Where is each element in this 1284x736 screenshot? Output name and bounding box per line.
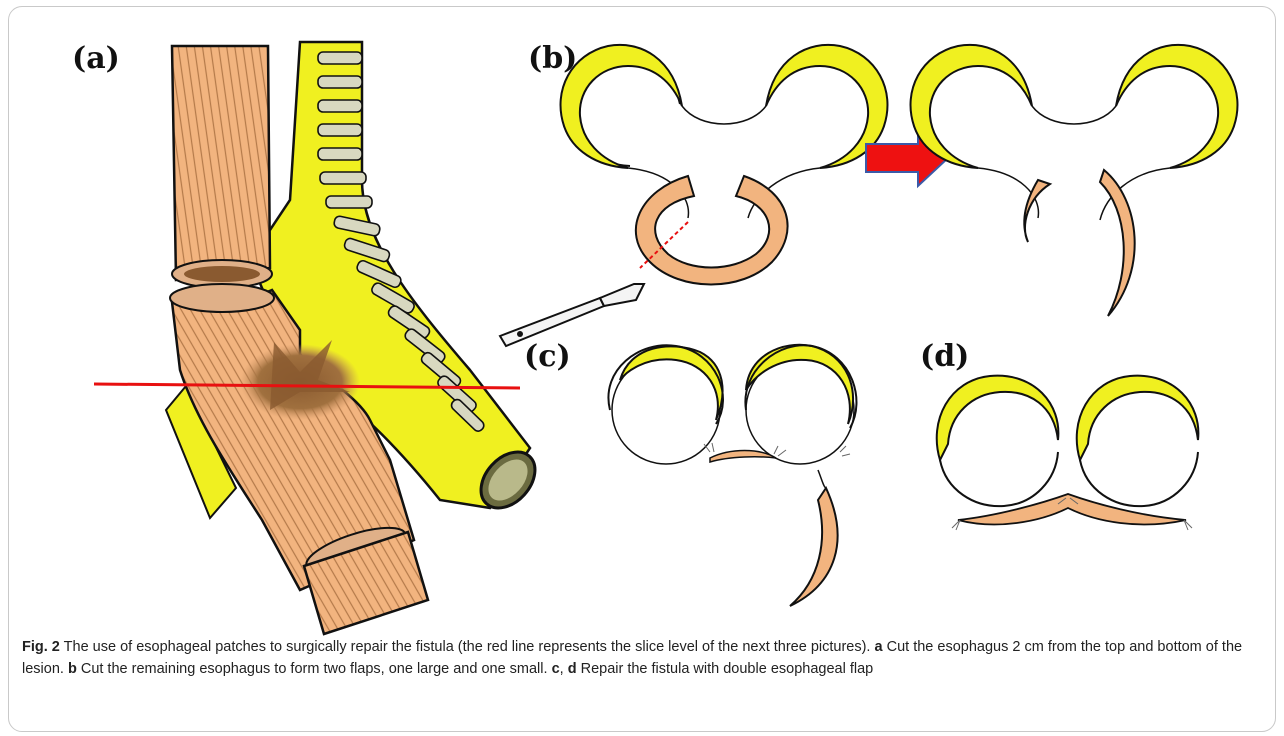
large-flap: [1100, 170, 1135, 316]
upper-esophagus: [172, 46, 270, 280]
figure-illustration: (a) (b) (c) (d): [0, 0, 1284, 636]
caption-text-cd: Repair the fistula with double esophagea…: [581, 661, 874, 677]
panel-b-after: [911, 45, 1238, 316]
figure-caption: Fig. 2 The use of esophageal patches to …: [22, 636, 1262, 680]
panel-d-illustration: [937, 376, 1199, 530]
panel-c-illustration: [608, 345, 856, 606]
panel-label-c: (c): [524, 339, 571, 374]
left-trachea-wall: [561, 45, 682, 168]
caption-key-a: a: [875, 639, 883, 655]
panel-label-d: (d): [920, 339, 969, 374]
panel-a-illustration: [94, 42, 546, 634]
caption-separator: ,: [560, 661, 564, 677]
dangling-large-flap: [790, 488, 838, 606]
caption-text-b: Cut the remaining esophagus to form two …: [81, 661, 548, 677]
panel-b-before: [500, 45, 887, 346]
caption-key-d: d: [568, 661, 577, 677]
caption-intro: The use of esophageal patches to surgica…: [64, 639, 871, 655]
panel-label-a: (a): [72, 41, 120, 76]
panel-label-b: (b): [528, 41, 577, 76]
caption-key-c: c: [552, 661, 560, 677]
double-esophageal-flap: [958, 494, 1186, 524]
scalpel-icon: [500, 284, 644, 346]
esophagus-wall-ring: [636, 176, 788, 285]
caption-fig-number: Fig. 2: [22, 639, 60, 655]
caption-key-b: b: [68, 661, 77, 677]
